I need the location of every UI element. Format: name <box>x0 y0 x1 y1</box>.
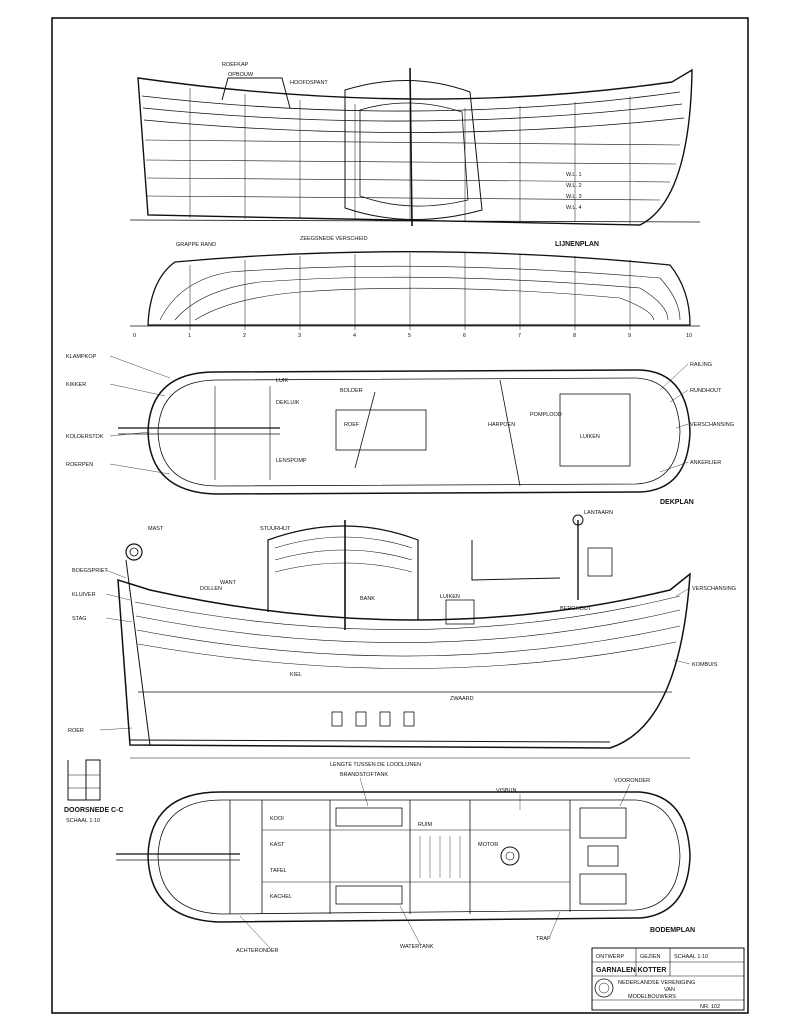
interior-label: KAST <box>270 842 285 848</box>
station-number: 6 <box>463 333 466 339</box>
label-roefkap: ROEFKAP <box>222 62 249 68</box>
station-number: 10 <box>686 333 692 339</box>
deck-label: LUIKEN <box>580 434 600 440</box>
elevation-label: ROER <box>68 728 84 734</box>
elevation-label: BERGHOUT <box>560 606 592 612</box>
waterline-label-3: W.L. 3 <box>566 194 582 200</box>
view-title-bodemplan: BODEMPLAN <box>650 927 695 934</box>
elevation-label: MAST <box>148 526 164 532</box>
station-number: 3 <box>298 333 301 339</box>
publisher-line-1: NEDERLANDSE VERENIGING <box>618 980 695 986</box>
elevation-label: LANTAARN <box>584 510 613 516</box>
title-field-3: SCHAAL 1:10 <box>674 954 708 960</box>
deck-label: HARPOEN <box>488 422 515 428</box>
elevation-label: KIEL <box>290 672 302 678</box>
interior-label: WATERTANK <box>400 944 434 950</box>
deck-label: ANKERLIER <box>690 460 721 466</box>
waterline-label-4: W.L. 4 <box>566 205 582 211</box>
interior-label: TAFEL <box>270 868 287 874</box>
title-field-2: GEZIEN <box>640 954 661 960</box>
station-number: 9 <box>628 333 631 339</box>
publisher-line-2: VAN <box>664 987 675 993</box>
drawing-border <box>51 17 749 1014</box>
deck-label: ROEF <box>344 422 360 428</box>
elevation-label: BOEGSPRIET <box>72 568 108 574</box>
elevation-label: KLUIVER <box>72 592 96 598</box>
publisher-emblem <box>594 978 614 998</box>
interior-label: VISBUN <box>496 788 517 794</box>
waterline-label-2: W.L. 2 <box>566 183 582 189</box>
deck-label: DEKLUIK <box>276 400 300 406</box>
station-number: 0 <box>133 333 136 339</box>
deck-label: KIKKER <box>66 382 86 388</box>
label-grappe-rand: GRAPPE RAND <box>176 242 216 248</box>
title-block: ONTWERP GEZIEN SCHAAL 1:10 GARNALEN KOTT… <box>591 947 745 1011</box>
deck-label: ROERPEN <box>66 462 93 468</box>
label-opbouw: OPBOUW <box>228 72 254 78</box>
elevation-label: KOMBUIS <box>692 662 718 668</box>
interior-label: TRAP <box>536 936 551 942</box>
deck-label: RAILING <box>690 362 712 368</box>
deck-label: LUIK <box>276 378 289 384</box>
station-number: 2 <box>243 333 246 339</box>
station-number: 8 <box>573 333 576 339</box>
elevation-label: STAG <box>72 616 87 622</box>
profile-lines-view: ROEFKAP OPBOUW HOOFDSPANT W.L. 1 W.L. 2 … <box>129 62 701 227</box>
elevation-label: LUIKEN <box>440 594 460 600</box>
deck-label: VERSCHANSING <box>690 422 734 428</box>
vessel-name: GARNALEN KOTTER <box>596 967 666 974</box>
elevation-label: BANK <box>360 596 375 602</box>
half-breadth-view: LIJNENPLAN GRAPPE RAND ZEEGSNEDE VERSCHE… <box>130 236 700 339</box>
deck-label: POMPLOOD <box>530 412 562 418</box>
interior-label: RUIM <box>418 822 432 828</box>
deck-label: BOLDER <box>340 388 363 394</box>
deck-label: KOLDERSTOK <box>66 434 104 440</box>
section-scale: SCHAAL 1:10 <box>66 818 100 824</box>
interior-label: ACHTERONDER <box>236 948 279 954</box>
station-number: 7 <box>518 333 521 339</box>
interior-label: MOTOR <box>478 842 498 848</box>
title-field-1: ONTWERP <box>596 954 624 960</box>
deck-label: LENSPOMP <box>276 458 307 464</box>
label-hoofdspant: HOOFDSPANT <box>290 80 328 86</box>
interior-label: KOOI <box>270 816 284 822</box>
dimension-label-loa: LENGTE TUSSEN DE LOODLIJNEN <box>330 762 421 768</box>
station-number: 5 <box>408 333 411 339</box>
interior-plan-view: BODEMPLAN KOOI KAST TAFEL KACHEL MOTOR B… <box>116 772 695 954</box>
publisher-line-3: MODELBOUWERS <box>628 994 676 1000</box>
station-number: 4 <box>353 333 356 339</box>
deck-label: KLAMPKOP <box>66 354 97 360</box>
elevation-label: DOLLEN <box>200 586 222 592</box>
interior-label: VOORONDER <box>614 778 650 784</box>
deck-label: RUNDHOUT <box>690 388 722 394</box>
section-title: DOORSNEDE C-C <box>64 807 124 814</box>
elevation-label: VERSCHANSING <box>692 586 736 592</box>
sheet-number: NR. 102 <box>700 1004 720 1010</box>
view-title-lijnenplan: LIJNENPLAN <box>555 241 599 248</box>
waterline-label-1: W.L. 1 <box>566 172 582 178</box>
deck-plan-view: DEKPLAN KLAMPKOP KIKKER KOLDERSTOK ROERP… <box>66 354 734 506</box>
section-detail-view: DOORSNEDE C-C SCHAAL 1:10 <box>64 759 124 824</box>
elevation-view: LENGTE TUSSEN DE LOODLIJNEN MAST BOEGSPR… <box>68 510 736 768</box>
station-number: 1 <box>188 333 191 339</box>
interior-label: KACHEL <box>270 894 292 900</box>
view-title-dekplan: DEKPLAN <box>660 499 694 506</box>
elevation-label: ZWAARD <box>450 696 474 702</box>
elevation-label: WANT <box>220 580 237 586</box>
elevation-label: STUURHUT <box>260 526 291 532</box>
station-numbers: 0 1 2 3 4 5 6 7 8 9 10 <box>133 333 692 339</box>
interior-label: BRANDSTOFTANK <box>340 772 388 778</box>
label-zeegsnede: ZEEGSNEDE VERSCHEID <box>300 236 368 242</box>
